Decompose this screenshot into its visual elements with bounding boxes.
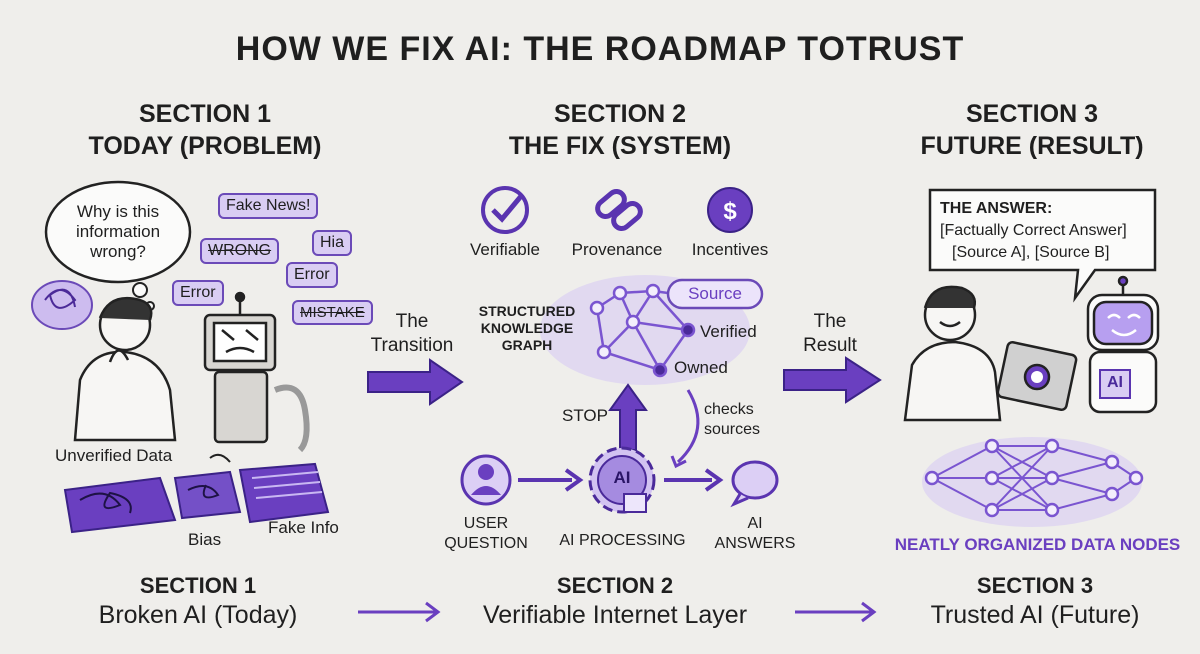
bubble-error-right: Error xyxy=(286,262,338,288)
graph-nodes xyxy=(589,283,696,378)
happy-person xyxy=(903,285,1002,422)
footer-section-3: SECTION 3 Trusted AI (Future) xyxy=(875,572,1195,630)
transition-arrow xyxy=(367,358,464,406)
stop-arrow xyxy=(608,383,648,451)
tag-owned: Owned xyxy=(674,358,728,377)
result-line-2: Result xyxy=(803,335,857,356)
section-2-heading: THE FIX (SYSTEM) xyxy=(508,132,732,160)
footer-section-1-name: Broken AI (Today) xyxy=(98,601,298,629)
user-question-label: USER QUESTION xyxy=(436,514,536,554)
bubble-fake-news: Fake News! xyxy=(218,193,319,219)
footer-section-3-name: Trusted AI (Future) xyxy=(930,601,1140,629)
section-1-header: SECTION 1 TODAY (PROBLEM) xyxy=(35,98,375,162)
messy-data-piles xyxy=(63,462,330,534)
ai-processing-gear-icon xyxy=(588,446,656,514)
transition-label: The Transition xyxy=(352,310,472,358)
transition-line-2: Transition xyxy=(370,335,454,356)
confusion-scribble xyxy=(31,280,93,330)
answer-title: THE ANSWER: xyxy=(940,200,1053,217)
answer-bubble-text: THE ANSWER: [Factually Correct Answer] [… xyxy=(940,198,1127,264)
thought-cloud xyxy=(44,180,192,284)
confused-person xyxy=(73,296,177,442)
bubble-mistake: MISTAKE xyxy=(292,300,373,325)
thought-line-1: Why is this xyxy=(76,202,160,221)
ai-answers-label: AI ANSWERS xyxy=(710,514,800,554)
graph-label-line-1: STRUCTURED xyxy=(478,303,576,319)
tablet xyxy=(996,341,1078,411)
checks-line-2: sources xyxy=(704,421,761,438)
graph-label-line-3: GRAPH xyxy=(501,337,553,353)
user-question-line-1: USER xyxy=(463,515,509,532)
section-3-heading: FUTURE (RESULT) xyxy=(920,132,1144,160)
answer-bubble xyxy=(928,188,1157,303)
checks-line-1: checks xyxy=(704,401,754,418)
user-question-line-2: QUESTION xyxy=(444,535,528,552)
thought-line-3: wrong? xyxy=(90,242,146,261)
thought-bubble-text: Why is this information wrong? xyxy=(58,202,178,262)
section-2-header: SECTION 2 THE FIX (SYSTEM) xyxy=(450,98,790,162)
pillar-incentives-label: Incentives xyxy=(691,240,769,259)
label-bias: Bias xyxy=(188,530,222,549)
answer-line: [Factually Correct Answer] xyxy=(940,222,1127,239)
footer-arrow-1 xyxy=(358,601,441,623)
user-icon xyxy=(460,454,512,506)
robot-ai-badge: AI xyxy=(1107,374,1123,391)
graph-label-line-2: KNOWLEDGE xyxy=(480,320,574,336)
checkmark-icon xyxy=(481,186,529,234)
footer-section-3-number: SECTION 3 xyxy=(976,573,1094,598)
ai-answers-line-1: AI xyxy=(747,515,763,532)
section-3-header: SECTION 3 FUTURE (RESULT) xyxy=(862,98,1200,162)
svg-text:$: $ xyxy=(723,198,737,225)
checks-sources-label: checks sources xyxy=(704,400,760,440)
answer-speech-icon xyxy=(730,460,779,508)
bubble-error-left: Error xyxy=(172,280,224,306)
footer-section-2-number: SECTION 2 xyxy=(556,573,674,598)
footer-section-2-name: Verifiable Internet Layer xyxy=(482,601,748,629)
section-1-heading: TODAY (PROBLEM) xyxy=(88,132,322,160)
label-unverified-data: Unverified Data xyxy=(55,446,173,465)
stop-label: STOP xyxy=(562,406,608,425)
checks-sources-arrow xyxy=(676,389,700,464)
tag-source: Source xyxy=(688,284,742,303)
tag-verified: Verified xyxy=(700,322,757,341)
result-arrow xyxy=(783,356,882,404)
label-fake-info: Fake Info xyxy=(268,518,339,537)
pillar-verifiable-label: Verifiable xyxy=(470,240,540,259)
footer-section-1: SECTION 1 Broken AI (Today) xyxy=(38,572,358,630)
dollar-icon: $ xyxy=(707,187,753,233)
pillar-provenance-label: Provenance xyxy=(571,240,663,259)
result-label: The Result xyxy=(770,310,890,358)
broken-robot xyxy=(203,291,310,453)
section-1-number: SECTION 1 xyxy=(139,100,271,128)
section-3-number: SECTION 3 xyxy=(966,100,1098,128)
knowledge-graph-label: STRUCTURED KNOWLEDGE GRAPH xyxy=(462,303,592,354)
footer-section-2: SECTION 2 Verifiable Internet Layer xyxy=(455,572,775,630)
footer-arrow-2 xyxy=(795,601,877,623)
data-nodes-label: NEATLY ORGANIZED DATA NODES xyxy=(894,535,1181,554)
ai-processing-label: AI PROCESSING xyxy=(559,532,686,549)
footer-section-1-number: SECTION 1 xyxy=(139,573,257,598)
bubble-hia: Hia xyxy=(312,230,353,256)
section-2-number: SECTION 2 xyxy=(554,100,686,128)
result-line-1: The xyxy=(813,311,847,332)
page-title: HOW WE FIX AI: THE ROADMAP TOTRUST xyxy=(235,30,965,68)
bubble-wrong: WRONG xyxy=(200,238,280,264)
answer-sources: [Source A], [Source B] xyxy=(952,244,1110,261)
chain-link-icon xyxy=(595,189,643,231)
transition-line-1: The xyxy=(395,311,429,332)
friendly-robot xyxy=(1086,275,1160,414)
thought-line-2: information xyxy=(75,222,161,241)
ai-chip-label: AI xyxy=(613,468,631,487)
ai-answers-line-2: ANSWERS xyxy=(714,535,796,552)
